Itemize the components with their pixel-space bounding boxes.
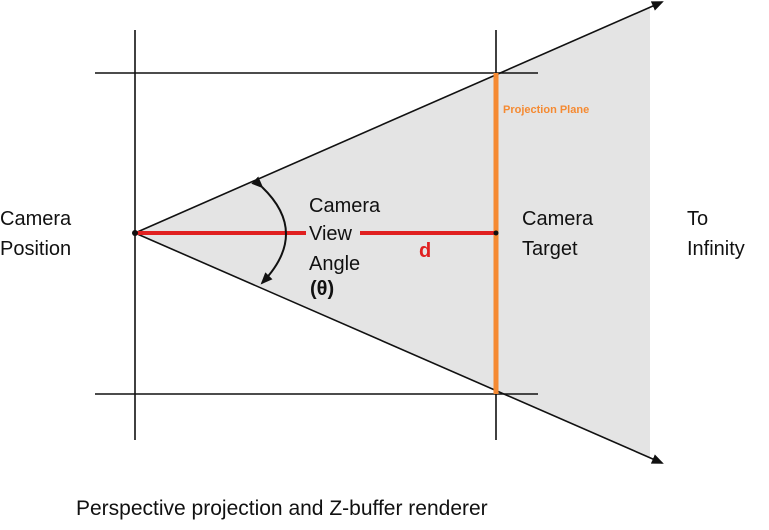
camera-target-label-line2: Target xyxy=(522,238,578,260)
caption: Perspective projection and Z-buffer rend… xyxy=(76,497,488,520)
camera-position-point xyxy=(132,230,138,236)
distance-label: d xyxy=(419,240,431,262)
camera-target-label-line1: Camera xyxy=(522,208,594,230)
view-text-gap xyxy=(306,228,360,239)
camera-target-point xyxy=(493,230,499,236)
lower-frustum-ray xyxy=(134,232,664,464)
theta-label: (θ) xyxy=(310,278,334,300)
projection-plane-label: Projection Plane xyxy=(503,104,589,116)
to-infinity-label-line1: To xyxy=(687,208,708,230)
view-angle-arc xyxy=(251,176,287,285)
view-angle-label-line3: Angle xyxy=(309,253,360,275)
upper-frustum-ray xyxy=(134,1,664,234)
camera-position-label-line1: Camera xyxy=(0,208,72,230)
view-angle-label-line1: Camera xyxy=(309,195,381,217)
to-infinity-label-line2: Infinity xyxy=(687,238,745,260)
camera-position-label-line2: Position xyxy=(0,238,71,260)
view-angle-label-line2: View xyxy=(309,223,353,245)
